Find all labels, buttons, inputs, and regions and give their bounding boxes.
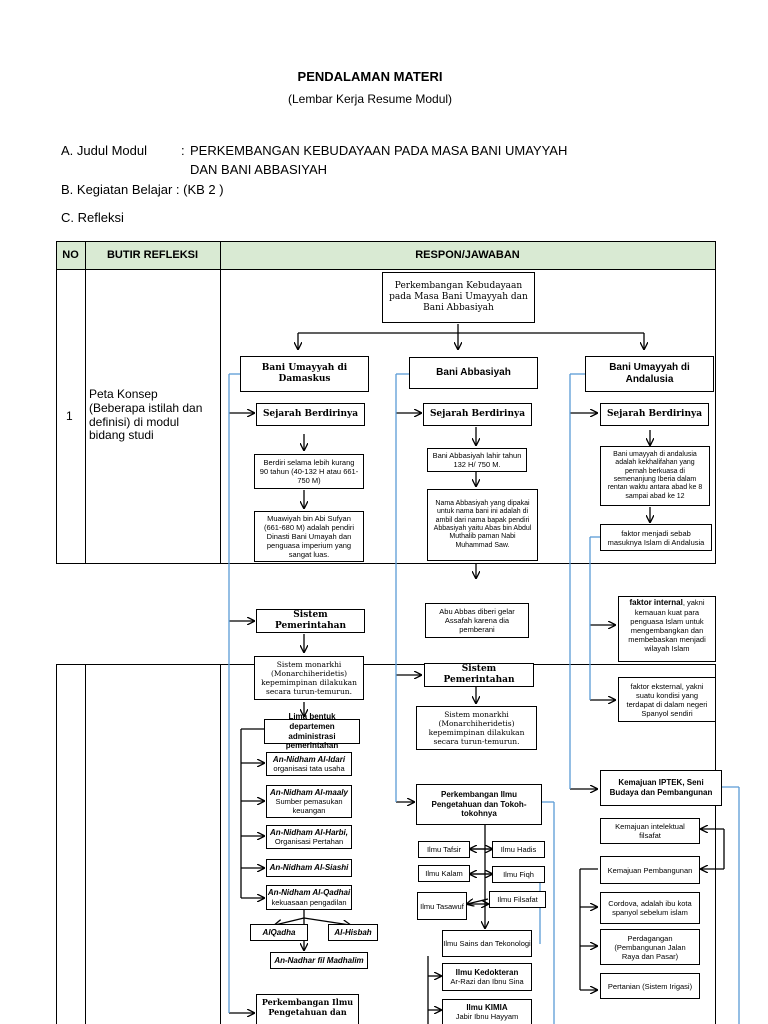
dept-harbi-node: An-Nidham Al-Harbi, Organisasi Pertahan [266,825,352,849]
ilmu-sains-node: Ilmu Sains dan Tekonologi [442,930,532,957]
col3-faktor-node: faktor menjadi sebab masuknya Islam di A… [600,524,712,551]
dept-idari-desc: organisasi tata usaha [273,764,345,774]
col1-ilmu-node: Perkembangan Ilmu Pengetahuan dan [256,994,359,1024]
table-border [85,241,86,564]
ilmu-kimia-node: Ilmu KIMIA Jabir Ibnu Hayyam [442,999,532,1024]
col2-title-node: Bani Abbasiyah [409,357,538,389]
col-butir-header: BUTIR REFLEKSI [106,249,199,261]
faktor-internal-title: faktor internal [629,598,683,607]
col2-fact-1: Bani Abbasiyah lahir tahun 132 H/ 750 M. [427,448,527,472]
perdagangan-node: Perdagangan (Pembangunan Jalan Raya dan … [600,929,700,965]
col2-monarki-node: Sistem monarkhi (Monarchiheridetis) kepe… [416,706,537,750]
row-number: 1 [66,409,73,423]
kegiatan-belajar: B. Kegiatan Belajar : (KB 2 ) [61,182,224,197]
table-border [56,269,716,270]
table-border [220,664,221,1024]
table-border [220,241,221,564]
table-border [715,241,716,564]
ilmu-tasawuf-node: Ilmu Tasawuf [417,892,467,920]
refleksi-heading: C. Refleksi [61,210,124,225]
table-border [56,241,716,242]
col1-fact-1: Berdiri selama lebih kurang 90 tahun (40… [254,454,364,489]
ilmu-kedokteran-desc: Ar-Razi dan Ibnu Sina [450,977,524,987]
col-respon-header: RESPON/JAWABAN [415,249,520,261]
judul-modul-value-2: DAN BANI ABBASIYAH [190,162,328,177]
col3-sejarah-node: Sejarah Berdirinya [600,403,709,426]
judul-modul-value-1: PERKEMBANGAN KEBUDAYAAN PADA MASA BANI U… [190,143,568,158]
alhisbah-node: Al-Hisbah [328,924,378,941]
dept-harbi-desc: Organisasi Pertahan [274,837,344,847]
col-no-header: NO [62,249,79,261]
ilmu-tafsir-node: Ilmu Tafsir [418,841,470,858]
ilmu-kedokteran-title: Ilmu Kedokteran [455,967,519,977]
col1-sejarah-node: Sejarah Berdirinya [256,403,365,426]
col2-fact-3: Abu Abbas diberi gelar Assafah karena di… [425,603,529,638]
dept-idari-node: An-Nidham Al-Idari organisasi tata usaha [266,752,352,776]
col1-monarki-node: Sistem monarkhi (Monarchiheridetis) kepe… [254,656,364,700]
col3-internal-node: faktor internal, yakni kemauan kuat para… [618,596,716,662]
judul-modul-colon: : [181,143,185,158]
page-subtitle: (Lembar Kerja Resume Modul) [287,92,453,106]
dept-siashi-node: An-Nidham Al-Siashi [266,859,352,877]
map-root-node: Perkembangan Kebudayaan pada Masa Bani U… [382,272,535,323]
ilmu-kedokteran-node: Ilmu Kedokteran Ar-Razi dan Ibnu Sina [442,963,532,991]
dept-qadhai-desc: kekuasaan pengadilan [271,897,347,907]
table-header-row [56,241,715,269]
page-title: PENDALAMAN MATERI [297,69,443,84]
table-border [715,664,716,1024]
kemajuan-intelektual-node: Kemajuan intelektual filsafat [600,818,700,844]
table-border [56,664,716,665]
ilmu-kimia-desc: Jabir Ibnu Hayyam [455,1012,519,1022]
dept-maaly-desc: Sumber pemasukan keuangan [275,797,343,816]
table-border [56,563,716,564]
table-border [85,664,86,1024]
dept-harbi-title: An-Nidham Al-Harbi, [270,827,348,837]
dept-qadhai-title: An-Nidham Al-Qadhai [267,888,351,898]
ilmu-fiqh-node: Ilmu Fiqh [492,866,545,883]
table-border [56,241,57,564]
kemajuan-pembangunan-node: Kemajuan Pembangunan [600,856,700,884]
col1-fact-2: Muawiyah bin Abi Sufyan (661-680 M) adal… [254,511,364,562]
col1-title-node: Bani Umayyah di Damaskus [240,356,369,392]
dept-idari-title: An-Nidham Al-Idari [272,754,346,764]
col2-sistem-node: Sistem Pemerintahan [424,663,534,687]
dept-maaly-node: An-Nidham Al-maaly Sumber pemasukan keua… [266,785,352,818]
pertanian-node: Pertanian (Sistem Irigasi) [600,973,700,999]
col3-title-node: Bani Umayyah di Andalusia [585,356,714,392]
ilmu-filsafat-node: Ilmu Filsafat [489,891,546,908]
ilmu-hadis-node: Ilmu Hadis [492,841,545,858]
col2-fact-2: Nama Abbasiyah yang dipakai untuk nama b… [427,489,538,561]
ilmu-kimia-title: Ilmu KIMIA [466,1002,508,1012]
table-border [56,664,57,1024]
faktor-internal-desc: , yakni kemauan kuat para penguasa Islam… [628,598,706,653]
col1-sistem-node: Sistem Pemerintahan [256,609,365,633]
butir-refleksi-text: Peta Konsep (Beberapa istilah dan defini… [89,387,203,443]
dept-maaly-title: An-Nidham Al-maaly [270,787,348,797]
alqadha-node: AlQadha [250,924,308,941]
col1-lima-departemen-node: Lima bentuk departemen administrasi peme… [264,712,360,750]
judul-modul-label: A. Judul Modul [61,143,147,158]
col3-fact-1: Bani umayyah di andalusia adalah kekhali… [600,446,710,506]
ilmu-kalam-node: Ilmu Kalam [418,865,470,882]
dept-qadhai-node: An-Nidham Al-Qadhai kekuasaan pengadilan [266,885,352,910]
col3-kemajuan-node: Kemajuan IPTEK, Seni Budaya dan Pembangu… [600,770,722,806]
madhalim-node: An-Nadhar fil Madhalim [270,952,368,969]
col3-eksternal-node: faktor eksternal, yakni suatu kondisi ya… [618,677,716,722]
col2-sejarah-node: Sejarah Berdirinya [423,403,532,426]
cordova-node: Cordova, adalah ibu kota spanyol sebelum… [600,892,700,924]
col2-ilmu-node: Perkembangan Ilmu Pengetahuan dan Tokoh-… [416,784,542,825]
